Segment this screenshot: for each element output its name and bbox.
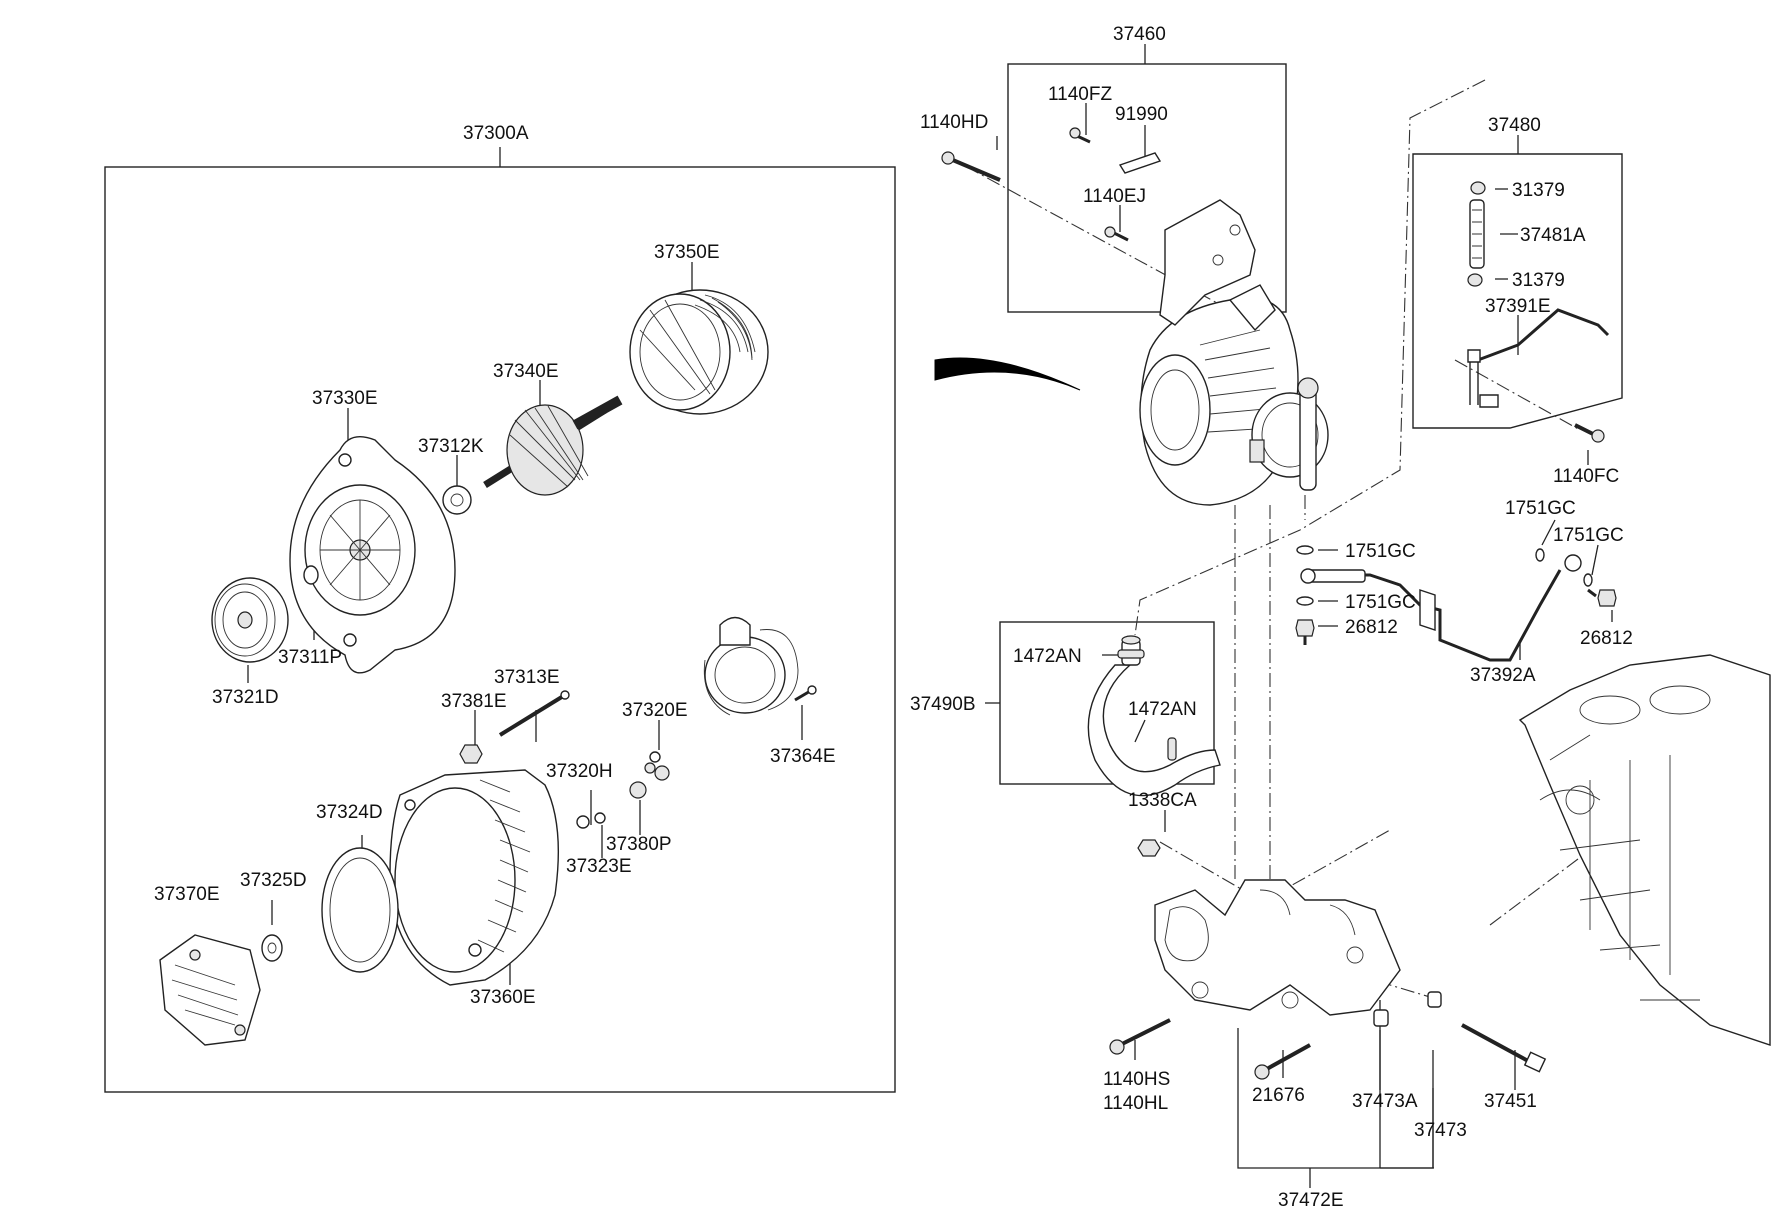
nut-1338CA bbox=[1137, 839, 1161, 857]
clamp-1472AN-lower bbox=[1167, 737, 1177, 761]
label-37325D: 37325D bbox=[240, 870, 307, 891]
label-37311P: 37311P bbox=[278, 647, 342, 668]
bolt-21676 bbox=[1254, 1043, 1311, 1080]
label-37392A: 37392A bbox=[1470, 665, 1536, 686]
rear-bracket-37360E bbox=[389, 769, 560, 986]
nut-37320H bbox=[576, 815, 590, 829]
label-1140HL: 1140HL bbox=[1103, 1093, 1168, 1114]
bolt-1140FZ bbox=[1069, 127, 1091, 144]
hose-37481A bbox=[1469, 199, 1485, 269]
label-1751GC-d: 1751GC bbox=[1345, 592, 1416, 613]
stator-37350E bbox=[629, 289, 769, 415]
label-37473A: 37473A bbox=[1352, 1091, 1418, 1112]
label-37324D: 37324D bbox=[316, 802, 383, 823]
washer-1751GC-c bbox=[1583, 573, 1593, 587]
label-37490B: 37490B bbox=[910, 694, 976, 715]
bolt-26812-a bbox=[1295, 619, 1315, 645]
regulator-37370E bbox=[159, 934, 261, 1046]
assembled-alternator bbox=[1139, 284, 1329, 506]
label-1338CA: 1338CA bbox=[1128, 790, 1197, 811]
terminal-37320E bbox=[644, 751, 670, 781]
label-37380P: 37380P bbox=[606, 834, 672, 855]
label-37480: 37480 bbox=[1488, 115, 1541, 136]
label-26812-a: 26812 bbox=[1345, 617, 1398, 638]
label-37391E: 37391E bbox=[1485, 296, 1551, 317]
label-37320H: 37320H bbox=[546, 761, 613, 782]
group-box-37460 bbox=[1007, 63, 1287, 313]
label-1472AN-lower: 1472AN bbox=[1128, 699, 1197, 720]
washer-37311P bbox=[303, 565, 319, 585]
label-37320E: 37320E bbox=[622, 700, 688, 721]
label-37360E: 37360E bbox=[470, 987, 536, 1008]
pulley-37321D bbox=[211, 577, 289, 663]
label-37370E: 37370E bbox=[154, 884, 220, 905]
label-37381E: 37381E bbox=[441, 691, 507, 712]
label-37460: 37460 bbox=[1113, 24, 1166, 45]
mounting-bracket-37472E bbox=[1154, 879, 1401, 1016]
label-31379-upper: 31379 bbox=[1512, 180, 1565, 201]
clamp-1472AN-upper bbox=[1117, 649, 1145, 659]
engine-block bbox=[1518, 654, 1771, 1046]
rotor-37340E bbox=[483, 395, 623, 496]
label-1140EJ: 1140EJ bbox=[1083, 186, 1146, 207]
label-1140FZ: 1140FZ bbox=[1048, 84, 1112, 105]
label-37330E: 37330E bbox=[312, 388, 378, 409]
label-1140HS: 1140HS bbox=[1103, 1069, 1170, 1090]
label-1751GC-c: 1751GC bbox=[1553, 525, 1624, 546]
label-91990: 91990 bbox=[1115, 104, 1168, 125]
label-37321D: 37321D bbox=[212, 687, 279, 708]
bracket-37460 bbox=[1159, 199, 1256, 326]
dowel-37473 bbox=[1427, 991, 1442, 1008]
washer-1751GC-d bbox=[1296, 596, 1314, 606]
washer-37325D bbox=[261, 934, 283, 962]
insulator-37380P bbox=[629, 781, 647, 799]
bolt-26812-b bbox=[1587, 588, 1617, 607]
washer-37323E bbox=[594, 812, 606, 824]
bolt-37451 bbox=[1461, 1023, 1547, 1073]
gasket-37324D bbox=[321, 847, 399, 973]
label-37472E: 37472E bbox=[1278, 1190, 1344, 1211]
label-21676: 21676 bbox=[1252, 1085, 1305, 1106]
pipe-37391E bbox=[1467, 308, 1610, 408]
cap-31379-lower bbox=[1467, 273, 1483, 287]
clip-91990 bbox=[1118, 152, 1162, 174]
cap-31379-upper bbox=[1470, 181, 1486, 195]
bolt-1140FC bbox=[1574, 423, 1605, 443]
label-37312K: 37312K bbox=[418, 436, 484, 457]
bolt-1140HS bbox=[1109, 1018, 1171, 1055]
label-37340E: 37340E bbox=[493, 361, 559, 382]
through-bolt-37313E bbox=[498, 690, 570, 737]
label-37473: 37473 bbox=[1414, 1120, 1467, 1141]
group-box-37480 bbox=[1412, 153, 1623, 429]
label-37300A: 37300A bbox=[463, 123, 529, 144]
bolt-1140EJ bbox=[1104, 226, 1129, 242]
label-1140HD: 1140HD bbox=[920, 112, 988, 133]
label-1140FC: 1140FC bbox=[1553, 466, 1619, 487]
bearing-37312K bbox=[442, 485, 472, 515]
label-26812-b: 26812 bbox=[1580, 628, 1633, 649]
label-37481A: 37481A bbox=[1520, 225, 1586, 246]
front-bracket-37330E bbox=[289, 436, 456, 674]
bolt-1140HD bbox=[941, 151, 1001, 182]
label-31379-lower: 31379 bbox=[1512, 270, 1565, 291]
label-1472AN-upper: 1472AN bbox=[1013, 646, 1082, 667]
bolt-37364E bbox=[794, 685, 817, 702]
washer-1751GC-b bbox=[1535, 548, 1545, 562]
label-37313E: 37313E bbox=[494, 667, 560, 688]
label-37451: 37451 bbox=[1484, 1091, 1537, 1112]
label-1751GC-b: 1751GC bbox=[1505, 498, 1576, 519]
label-37323E: 37323E bbox=[566, 856, 632, 877]
nut-37381E bbox=[459, 744, 483, 764]
label-1751GC-a: 1751GC bbox=[1345, 541, 1416, 562]
label-37364E: 37364E bbox=[770, 746, 836, 767]
vacuum-pump-housing bbox=[703, 616, 799, 716]
dowel-37473A bbox=[1373, 1009, 1389, 1027]
label-37350E: 37350E bbox=[654, 242, 720, 263]
washer-1751GC-a bbox=[1296, 545, 1314, 555]
direction-arrow bbox=[934, 357, 1081, 391]
oil-pipe-37392A bbox=[1300, 554, 1582, 662]
